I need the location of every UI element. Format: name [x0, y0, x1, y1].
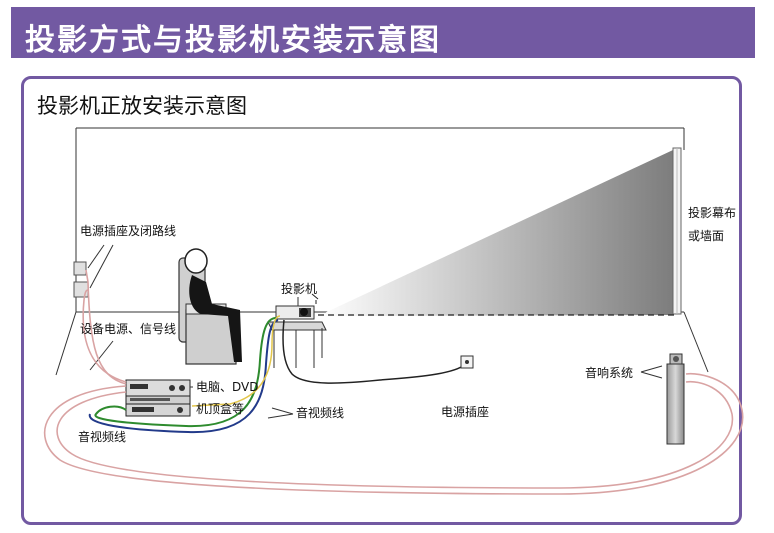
label-av-cable-left: 音视频线 — [78, 430, 127, 444]
label-settop-box: 机顶盒等 — [196, 402, 245, 416]
label-pointers — [190, 297, 663, 419]
label-sound-system: 音响系统 — [585, 366, 634, 380]
projector-table — [267, 321, 327, 368]
label-projector: 投影机 — [281, 282, 318, 296]
label-power-socket: 电源插座 — [441, 405, 490, 419]
label-av-cable-center: 音视频线 — [296, 406, 345, 420]
speaker-column-icon — [666, 353, 685, 445]
label-screen-line1: 投影幕布 — [688, 206, 737, 220]
floor-power-socket-icon — [460, 355, 474, 369]
projector-power-cable — [282, 319, 464, 384]
socket-pointer-lines — [87, 244, 114, 371]
label-pc-dvd: 电脑、DVD — [196, 380, 259, 394]
person-in-chair-icon — [178, 248, 242, 365]
label-power-socket-loop: 电源插座及闭路线 — [80, 224, 177, 238]
label-device-power-signal: 设备电源、信号线 — [80, 322, 177, 336]
av-cables — [88, 315, 281, 434]
label-screen-line2: 或墙面 — [688, 229, 725, 243]
page-title: 投影方式与投影机安装示意图 — [25, 23, 441, 58]
projection-screen-icon — [672, 147, 682, 315]
projection-beam — [318, 150, 673, 316]
header-banner: 投影方式与投影机安装示意图 — [11, 7, 755, 58]
projector-icon — [275, 293, 319, 320]
power-signal-loop — [44, 269, 744, 495]
panel-title: 投影机正放安装示意图 — [37, 94, 247, 118]
av-equipment-stack-icon — [125, 379, 191, 417]
